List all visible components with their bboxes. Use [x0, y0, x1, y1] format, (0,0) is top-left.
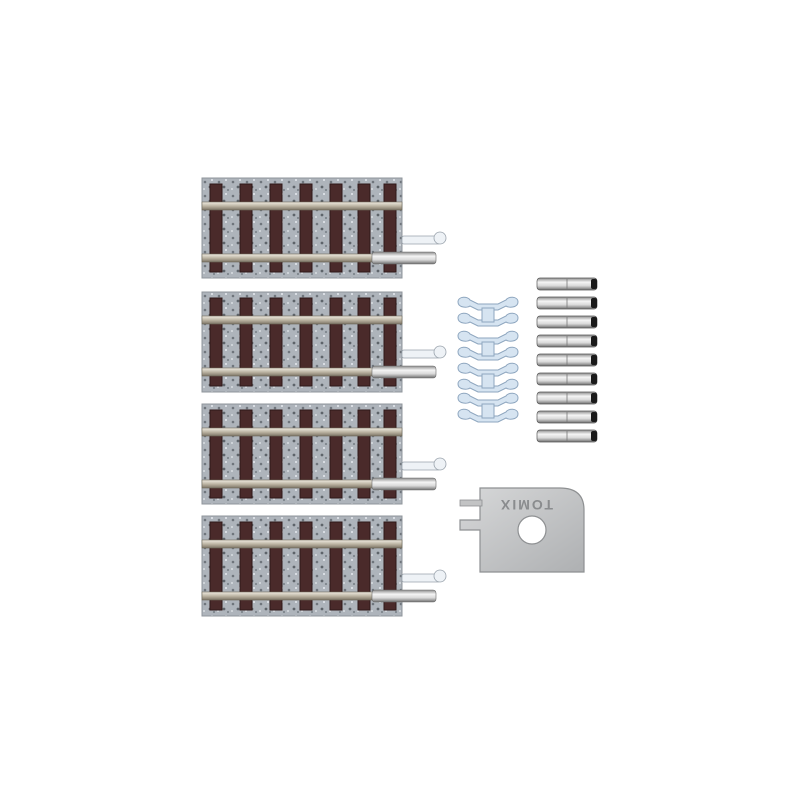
track-section-1 [201, 177, 447, 279]
connector-clip [457, 296, 519, 327]
connector-clip [457, 330, 519, 361]
tool-brand-text: TOMIX [499, 497, 553, 513]
connector-clip [457, 362, 519, 393]
track-tool: TOMIX [459, 487, 585, 573]
rail-joiner [536, 277, 598, 291]
rail-joiner [536, 410, 598, 424]
rail-joiner [536, 372, 598, 386]
connector-clip [457, 392, 519, 423]
track-section-2 [201, 291, 447, 393]
track-section-3 [201, 403, 447, 505]
rail-joiner [536, 429, 598, 443]
rail-joiner [536, 353, 598, 367]
rail-joiner [536, 296, 598, 310]
rail-joiner [536, 334, 598, 348]
track-section-4 [201, 515, 447, 617]
rail-joiner [536, 391, 598, 405]
rail-joiner [536, 315, 598, 329]
